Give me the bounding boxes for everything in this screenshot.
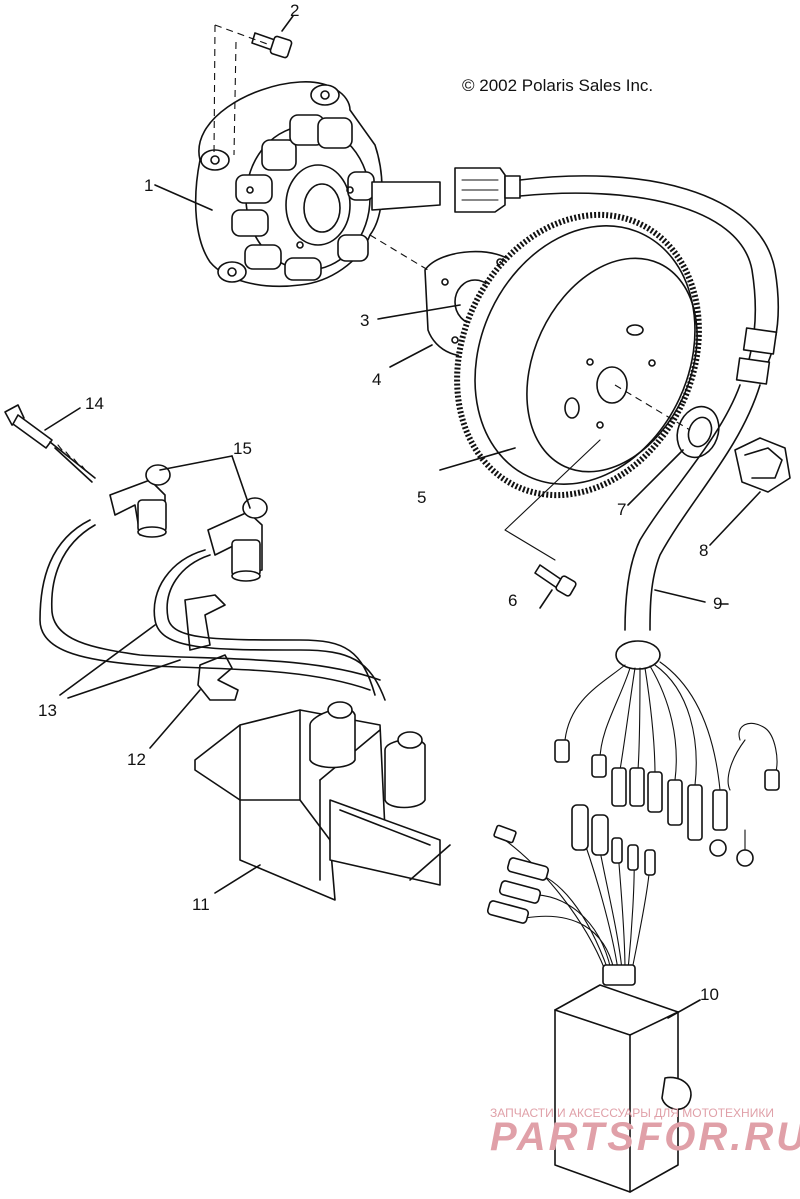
- callout-1: 1: [144, 176, 153, 195]
- callout-2: 2: [290, 1, 299, 20]
- main-harness: [519, 175, 780, 867]
- stator-screw: [213, 15, 294, 156]
- callout-15: 15: [233, 439, 252, 458]
- ignition-coil: [194, 701, 451, 901]
- copyright-text: © 2002 Polaris Sales Inc.: [462, 76, 653, 95]
- callout-8: 8: [699, 541, 708, 560]
- callout-9: 9: [713, 594, 722, 613]
- spark-plug-caps: [109, 455, 268, 582]
- callout-7: 7: [617, 500, 626, 519]
- coil-clip: [149, 594, 239, 749]
- callout-3: 3: [360, 311, 369, 330]
- callout-11: 11: [192, 895, 210, 914]
- flywheel: [439, 211, 702, 561]
- callout-13: 13: [38, 701, 57, 720]
- stator-assembly: [154, 81, 521, 288]
- nut: [709, 437, 791, 546]
- watermark-caption: ЗАПЧАСТИ И АКСЕССУАРЫ ДЛЯ МОТОТЕХНИКИ: [490, 1106, 774, 1120]
- callout-12: 12: [127, 750, 146, 769]
- callout-4: 4: [372, 370, 381, 389]
- callout-14: 14: [85, 394, 104, 413]
- callout-10: 10: [700, 985, 719, 1004]
- watermark-brand: PARTSFOR.RU: [490, 1115, 800, 1159]
- cdi-box: [486, 804, 701, 1193]
- callout-6: 6: [508, 591, 517, 610]
- watermark: ЗАПЧАСТИ И АКСЕССУАРЫ ДЛЯ МОТОТЕХНИКИ PA…: [490, 1106, 800, 1159]
- flywheel-bolt: [534, 564, 577, 609]
- callout-5: 5: [417, 488, 426, 507]
- spark-plug: [4, 404, 96, 483]
- ht-leads: [39, 519, 386, 701]
